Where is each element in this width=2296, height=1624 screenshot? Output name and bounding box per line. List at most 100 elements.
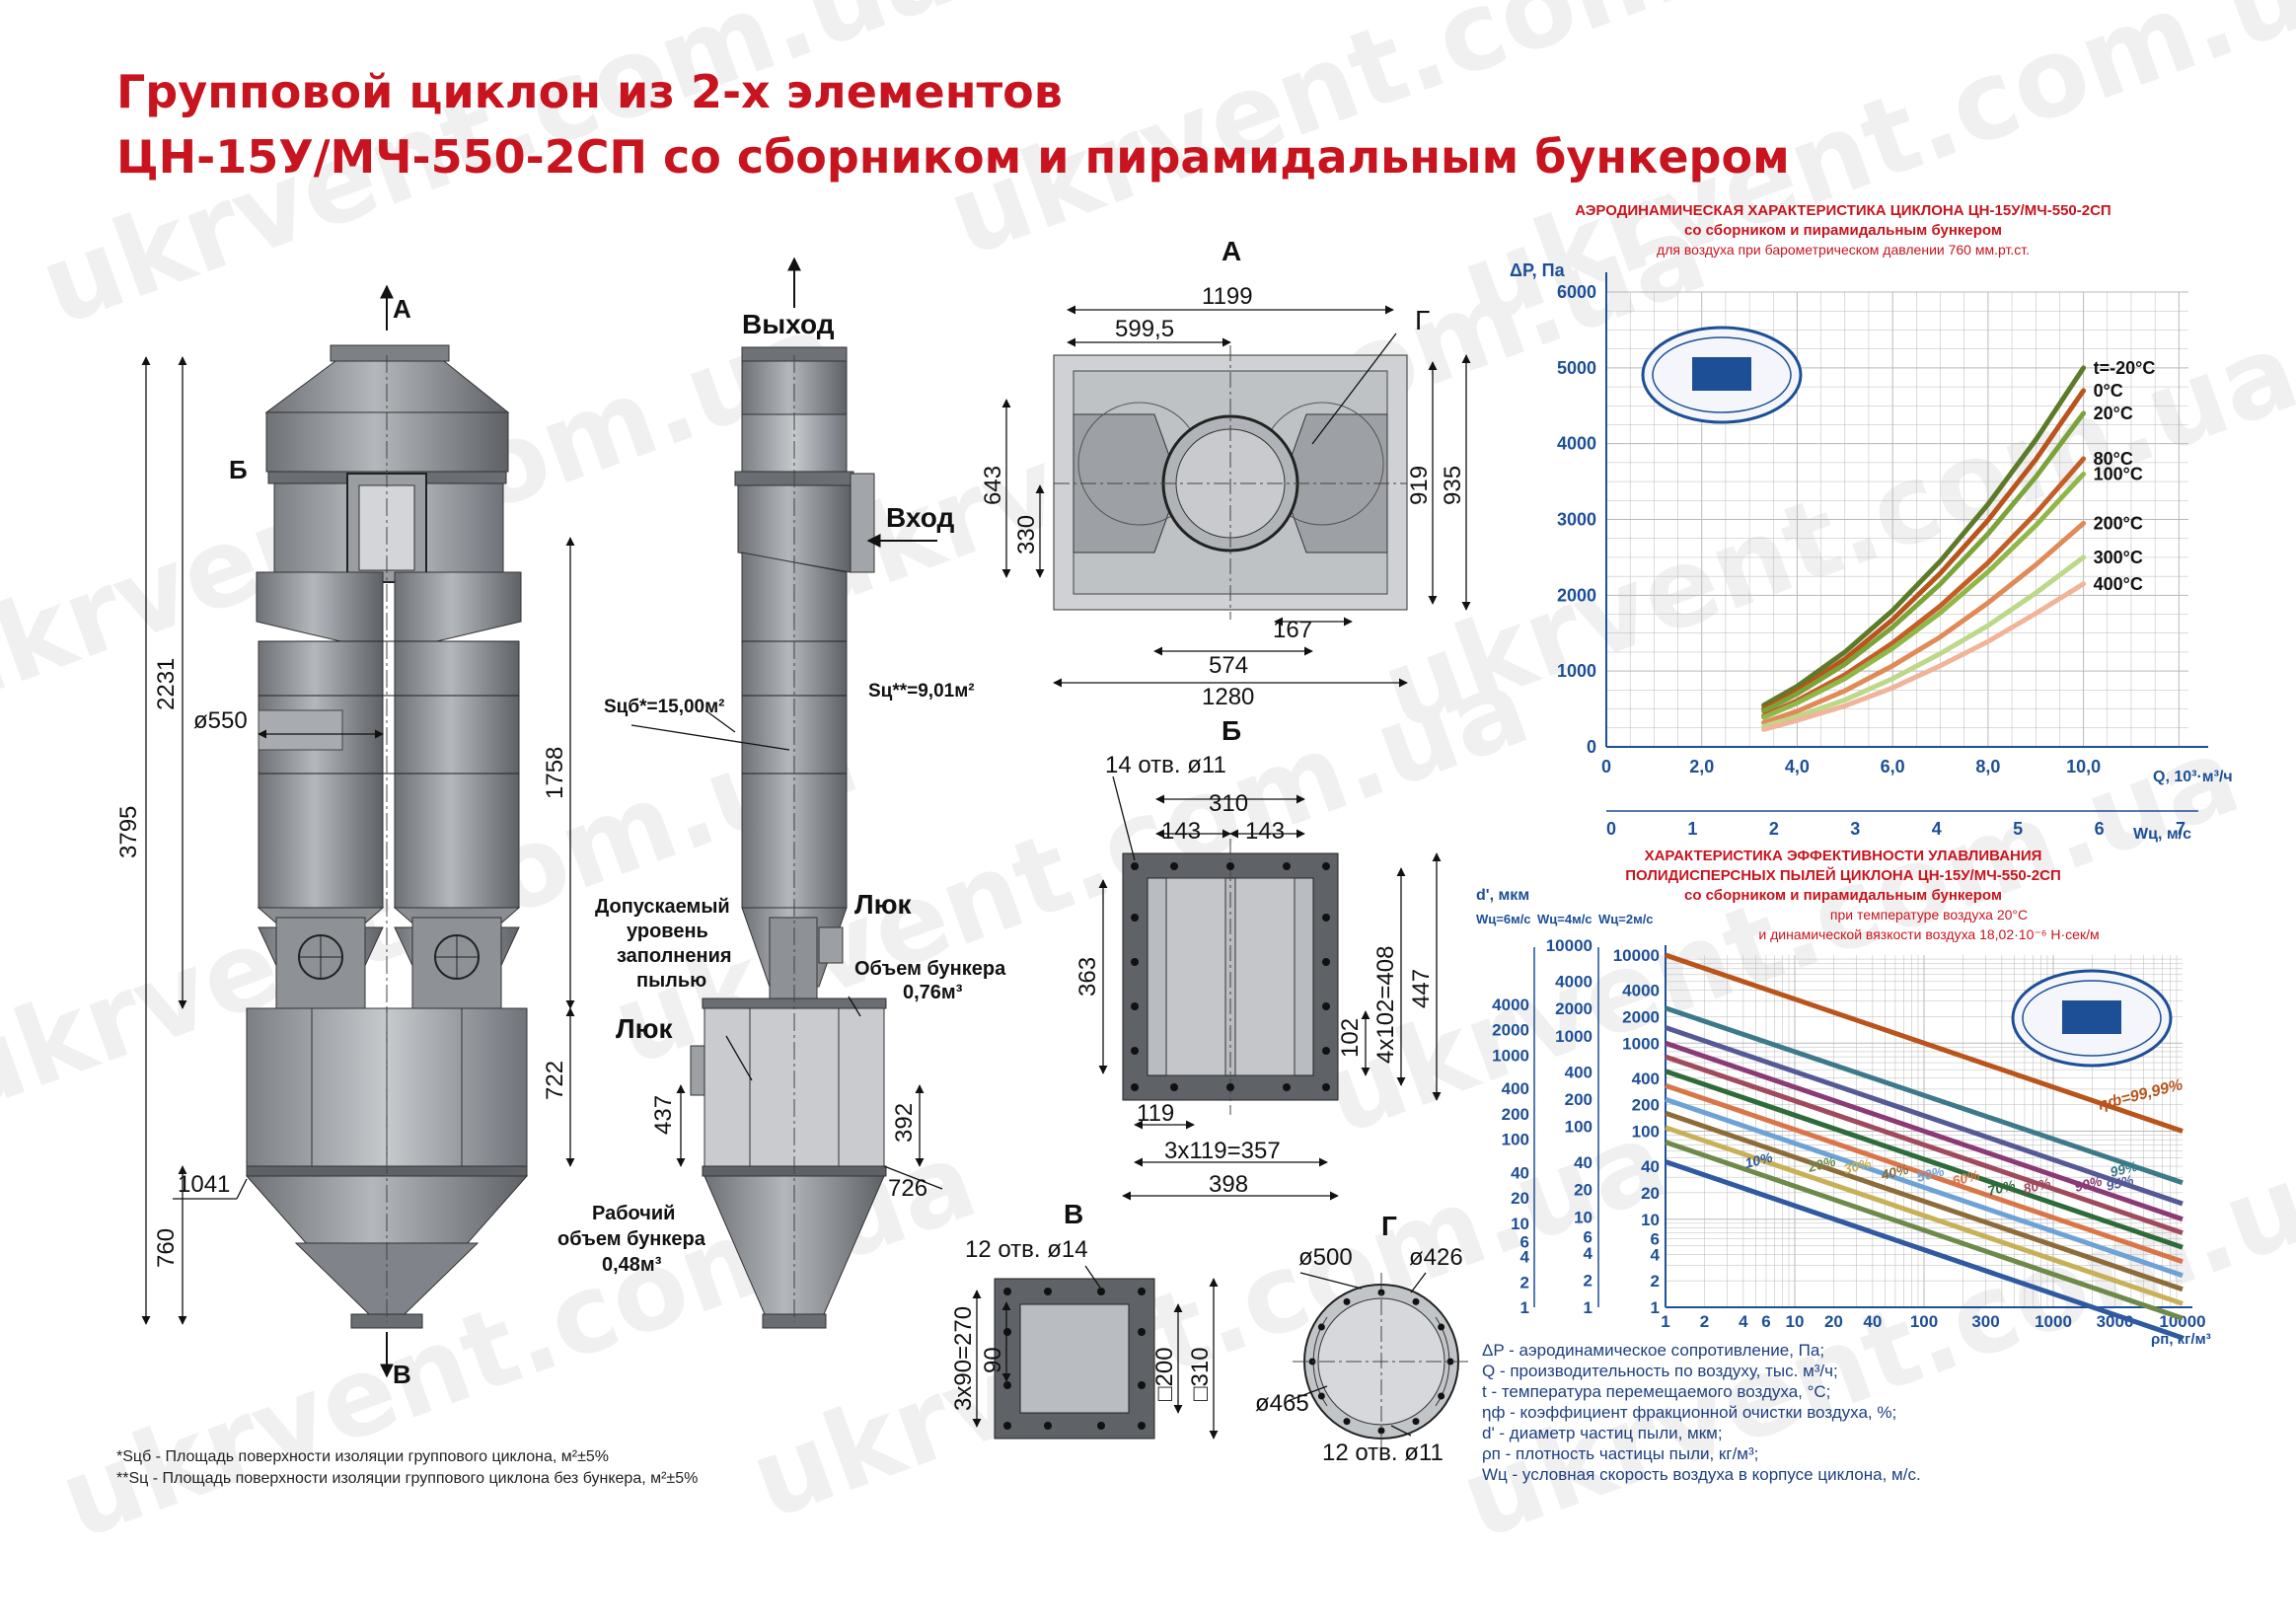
bolt-hole (1044, 1288, 1052, 1295)
x-tick-label: 10 (1786, 1312, 1805, 1331)
x-tick-label: 300 (1971, 1312, 1999, 1331)
bolt-hole (1003, 1381, 1011, 1389)
y-tick-left: 6 (1520, 1233, 1529, 1252)
x2-tick-label: 1 (1687, 819, 1697, 839)
dim-w398: 398 (1209, 1171, 1248, 1198)
bolt-hole (1226, 1083, 1234, 1091)
y-tick-label: 2000 (1557, 585, 1596, 605)
bolt-hole (1412, 1297, 1420, 1305)
series-line (1665, 1096, 2184, 1279)
title-line-2: ЦН-15У/МЧ-550-2СП со сборником и пирамид… (116, 130, 1790, 184)
bunker-volume-0: Объем бункера (854, 958, 1006, 980)
series-label: 70% (1986, 1176, 2018, 1198)
efficiency-chart: ХАРАКТЕРИСТИКА ЭФФЕКТИВНОСТИ УЛАВЛИВАНИЯ… (1476, 848, 2211, 1348)
dim-h3x90: 3x90=270 (950, 1306, 977, 1411)
bolt-hole (1131, 1002, 1139, 1010)
y-tick-right: 20 (1641, 1184, 1660, 1203)
y-tick-mid: 10 (1574, 1208, 1592, 1226)
title-line-1: Групповой циклон из 2-х элементов (116, 65, 1063, 118)
y-tick-label: 5000 (1557, 358, 1596, 378)
chart1-xlabel2: Wц, м/с (2133, 826, 2191, 843)
chart2-subtitle2: со сборником и пирамидальным бункером (1684, 887, 2002, 904)
series-line (1761, 471, 2087, 720)
outlet-label: Выход (742, 309, 835, 339)
bolt-hole (1097, 1288, 1105, 1295)
front-label-v: В (393, 1360, 411, 1389)
series-line (1761, 388, 2087, 712)
dim-h919: 919 (1406, 466, 1433, 505)
series-label: ηф=99,99% (2097, 1076, 2185, 1114)
x-tick-label: 100 (1910, 1312, 1938, 1331)
y-tick-left: 10 (1511, 1215, 1529, 1233)
dim-d500: ø500 (1298, 1244, 1353, 1271)
bolt-hole (1131, 958, 1139, 966)
bolt-hole (1131, 1047, 1139, 1055)
chart2-ylabel: d', мкм (1476, 887, 1529, 904)
y-tick-mid: 40 (1574, 1153, 1592, 1172)
footnote-1: *Sцб - Площадь поверхности изоляции груп… (116, 1448, 609, 1465)
series-line (1665, 1082, 2184, 1265)
bolt-hole (1131, 1083, 1139, 1091)
inlet-label: Вход (886, 502, 954, 533)
side-view-labels: Выход Вход Sцб*=15,00м² Sц**=9,01м² Люк … (557, 309, 1006, 1276)
stamp-logo (2011, 969, 2173, 1068)
footnote-2: **Sц - Площадь поверхности изоляции груп… (116, 1470, 699, 1487)
legend-line-6: Wц - условная скорость воздуха в корпусе… (1482, 1465, 1921, 1484)
legend-line-3: ηф - коэффициент фракционной очистки воз… (1482, 1403, 1896, 1422)
dim-h330: 330 (1013, 515, 1040, 554)
y-tick-left: 40 (1511, 1163, 1529, 1182)
working-volume-1: объем бункера (557, 1228, 706, 1250)
bolt-hole (1170, 862, 1178, 870)
allowed-level-2: заполнения (617, 945, 732, 967)
dim-w1280: 1280 (1202, 684, 1254, 710)
dim-h447: 447 (1408, 969, 1435, 1008)
y-tick-label: 6000 (1557, 282, 1596, 302)
series-line (1665, 1140, 2184, 1321)
dim-w310: 310 (1209, 790, 1248, 817)
dim-w1041: 1041 (178, 1171, 230, 1198)
series-line (1665, 1159, 2184, 1341)
bolt-hole (1138, 1422, 1146, 1430)
y-tick-right: 4000 (1622, 982, 1660, 1000)
y-tick-left: 1 (1520, 1298, 1529, 1317)
allowed-level-3: пылью (636, 970, 706, 992)
bolt-hole (1322, 914, 1330, 922)
dim-w1199: 1199 (1202, 283, 1253, 310)
series-label: 50% (1915, 1162, 1947, 1184)
bolt-hole (1412, 1418, 1420, 1426)
bolt-hole (1138, 1288, 1146, 1295)
bolt-hole (1322, 958, 1330, 966)
dim-w726: 726 (888, 1175, 927, 1202)
y-tick-right: 10 (1641, 1211, 1660, 1229)
x-tick-label: 4,0 (1785, 757, 1810, 776)
bolt-hole (1283, 1083, 1291, 1091)
dim-w3x119: 3x119=357 (1164, 1138, 1281, 1164)
y-tick-right: 100 (1632, 1123, 1660, 1142)
series-label: 0°C (2094, 381, 2123, 401)
series-label: 30% (1842, 1154, 1874, 1176)
chart1-subtitle2: для воздуха при барометрическом давлении… (1657, 242, 2030, 258)
series-label: 60% (1951, 1166, 1982, 1188)
series-label: 99% (2109, 1157, 2140, 1179)
bolt-hole (1131, 914, 1139, 922)
y-tick-left: 20 (1511, 1189, 1529, 1208)
b-holes: 14 отв. ø11 (1105, 752, 1226, 778)
series-label: 20% (1806, 1152, 1838, 1175)
working-volume-0: Рабочий (592, 1203, 675, 1224)
series-line (1761, 365, 2087, 708)
view-g-labels: Г ø500 ø426 ø465 12 отв. ø11 (1255, 1211, 1463, 1466)
dim-h90: 90 (980, 1347, 1006, 1373)
chart2-subtitle3: при температуре воздуха 20°С (1830, 907, 2028, 923)
series-label: 80°C (2094, 449, 2133, 469)
x-tick-label: 1000 (2035, 1312, 2072, 1331)
series-label: 300°C (2094, 548, 2143, 567)
y-tick-mid: 400 (1565, 1063, 1592, 1081)
dim-h1758: 1758 (542, 747, 568, 799)
y-tick-mid: 100 (1565, 1118, 1592, 1137)
dim-w167: 167 (1273, 617, 1312, 643)
stamp-logo (1641, 326, 1803, 424)
dim-sq310: □310 (1187, 1347, 1214, 1401)
dim-h643: 643 (980, 466, 1006, 505)
legend-line-2: t - температура перемещаемого воздуха, °… (1482, 1382, 1830, 1401)
